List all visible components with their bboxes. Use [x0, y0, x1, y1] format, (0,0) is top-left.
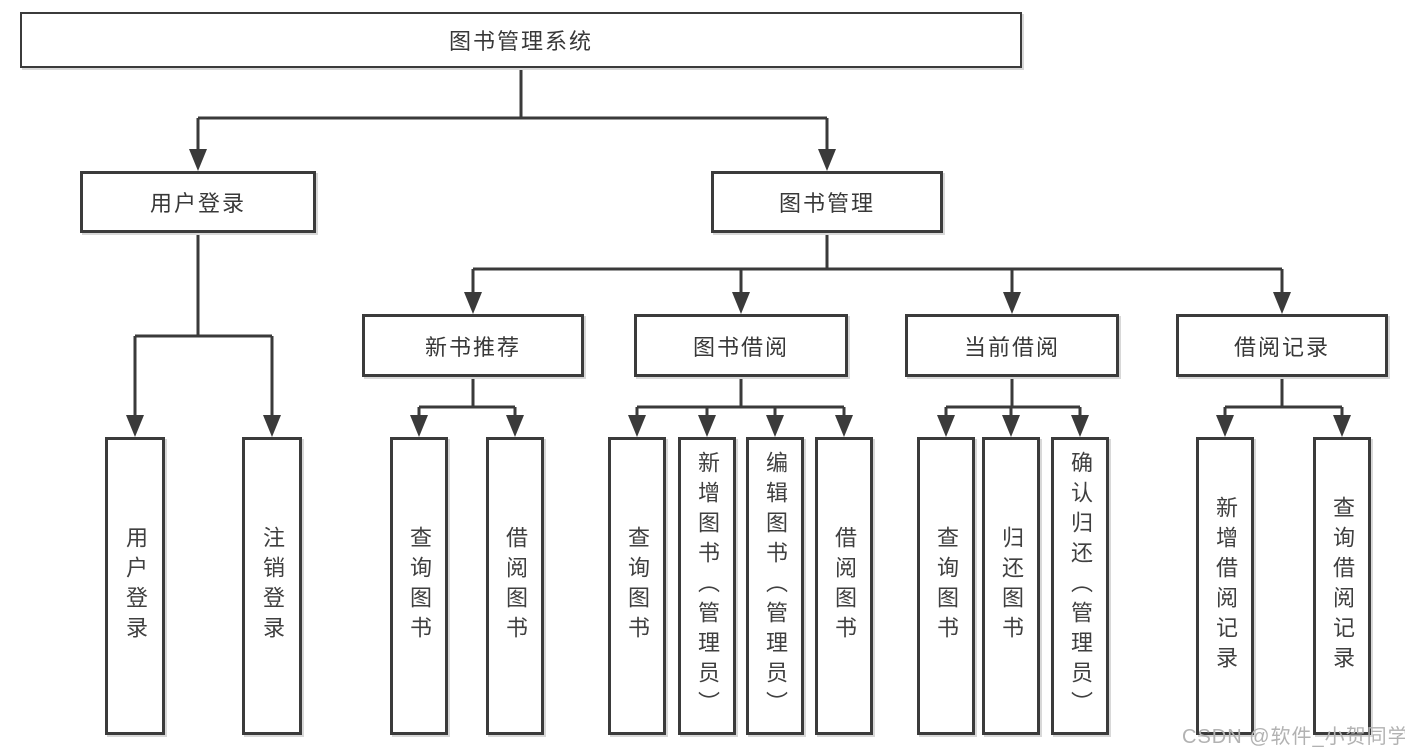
leaf-edit-books-admin: 编辑图书（管理员）	[746, 437, 804, 735]
node-book-borrow: 图书借阅	[634, 314, 848, 377]
node-user-login-label: 用户登录	[149, 191, 246, 216]
node-book-borrow-label: 图书借阅	[692, 334, 789, 360]
leaf-confirm-return-admin-label: 确认归还（管理员）	[1068, 451, 1093, 721]
node-current-borrow: 当前借阅	[905, 314, 1119, 377]
leaf-borrow-books-recommend: 借阅图书	[486, 437, 544, 735]
leaf-borrow-books-recommend-label: 借阅图书	[503, 526, 528, 646]
leaf-query-books-borrow: 查询图书	[608, 437, 666, 735]
leaf-add-books-admin: 新增图书（管理员）	[678, 437, 736, 735]
leaf-logout-login: 注销登录	[242, 437, 302, 735]
node-user-login: 用户登录	[80, 171, 316, 233]
node-library-system-label: 图书管理系统	[448, 29, 593, 54]
node-book-management: 图书管理	[711, 171, 943, 233]
leaf-return-books: 归还图书	[982, 437, 1040, 735]
leaf-add-books-admin-label: 新增图书（管理员）	[695, 451, 720, 721]
leaf-query-books-recommend-label: 查询图书	[407, 526, 432, 646]
leaf-query-books-borrow-label: 查询图书	[625, 526, 650, 646]
leaf-confirm-return-admin: 确认归还（管理员）	[1051, 437, 1109, 735]
node-book-management-label: 图书管理	[778, 191, 875, 216]
node-borrow-records-label: 借阅记录	[1233, 334, 1330, 360]
leaf-logout-login-label: 注销登录	[260, 526, 285, 646]
node-new-book-recommend-label: 新书推荐	[424, 334, 521, 360]
leaf-return-books-label: 归还图书	[999, 526, 1024, 646]
leaf-borrow-books-label: 借阅图书	[832, 526, 857, 646]
node-current-borrow-label: 当前借阅	[963, 334, 1060, 360]
node-borrow-records: 借阅记录	[1176, 314, 1388, 377]
leaf-query-borrow-record: 查询借阅记录	[1313, 437, 1371, 735]
node-library-system: 图书管理系统	[20, 12, 1022, 68]
leaf-query-books-current-label: 查询图书	[934, 526, 959, 646]
leaf-add-borrow-record: 新增借阅记录	[1196, 437, 1254, 735]
arrowheads	[126, 149, 1351, 437]
leaf-query-borrow-record-label: 查询借阅记录	[1330, 496, 1355, 676]
leaf-edit-books-admin-label: 编辑图书（管理员）	[763, 451, 788, 721]
leaf-borrow-books: 借阅图书	[815, 437, 873, 735]
leaf-query-books-current: 查询图书	[917, 437, 975, 735]
csdn-watermark: CSDN @软件_小贺同学	[1182, 726, 1405, 747]
leaf-user-login: 用户登录	[105, 437, 165, 735]
node-new-book-recommend: 新书推荐	[362, 314, 584, 377]
leaf-query-books-recommend: 查询图书	[390, 437, 448, 735]
leaf-add-borrow-record-label: 新增借阅记录	[1213, 496, 1238, 676]
leaf-user-login-label: 用户登录	[123, 526, 148, 646]
